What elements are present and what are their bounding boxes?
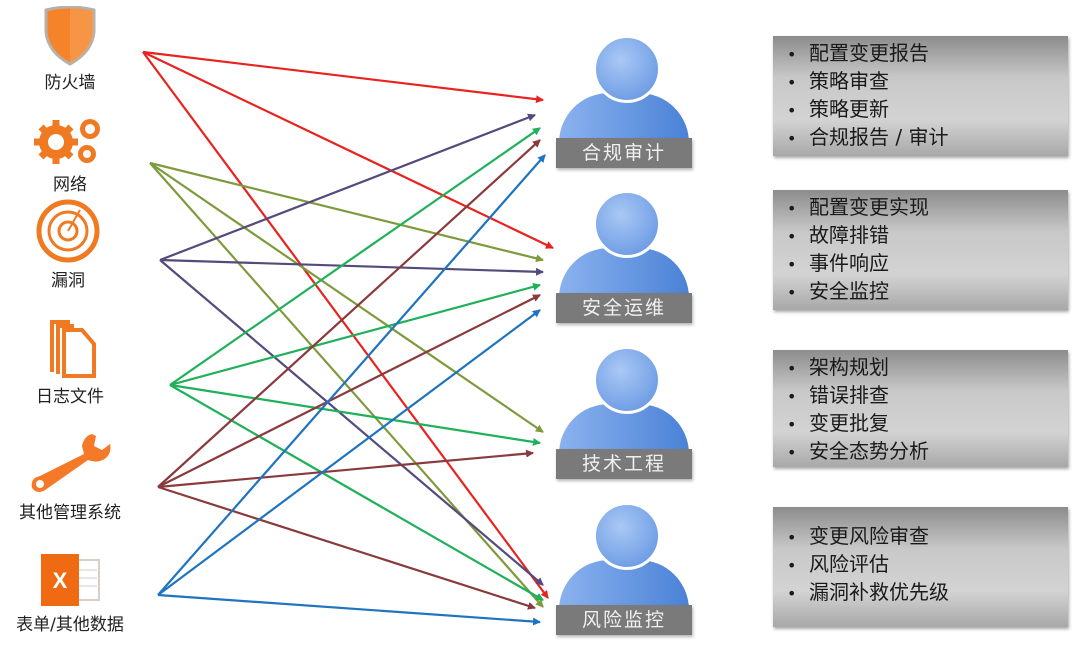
source-network: 网络	[0, 116, 140, 195]
task-item: 风险评估	[787, 551, 1068, 579]
arrow-source-3-to-role-1	[169, 282, 541, 387]
arrow-source-4-to-role-1	[157, 294, 541, 488]
arrow-source-3-to-role-3	[169, 384, 544, 601]
source-label: 日志文件	[36, 387, 104, 407]
arrow-source-2-to-role-1	[159, 258, 544, 276]
arrow-source-2-to-role-0	[159, 113, 536, 262]
role-security-ops: 安全运维	[556, 190, 692, 325]
task-item: 策略更新	[787, 96, 1068, 124]
source-vulnerability: 漏洞	[0, 198, 138, 291]
arrow-source-1-to-role-3	[149, 162, 544, 608]
spreadsheet-icon: X	[41, 554, 100, 606]
source-log-files: 日志文件	[0, 318, 140, 407]
radar-icon	[36, 199, 100, 263]
arrow-source-4-to-role-3	[157, 485, 536, 610]
person-head	[593, 502, 661, 570]
arrow-source-5-to-role-3	[157, 593, 541, 626]
arrow-source-3-to-role-2	[169, 383, 541, 446]
person-head	[593, 190, 661, 258]
task-box-tech-engineering: 架构规划 错误排查 变更批复 安全态势分析	[773, 350, 1068, 467]
task-item: 故障排错	[787, 222, 1068, 250]
source-other-management-systems: 其他管理系统	[0, 430, 140, 523]
task-item: 漏洞补救优先级	[787, 579, 1068, 607]
task-item: 错误排查	[787, 382, 1068, 410]
source-label: 表单/其他数据	[16, 615, 124, 635]
role-label: 合规审计	[556, 138, 692, 168]
source-label: 防火墙	[44, 73, 96, 93]
task-item: 变更风险审查	[787, 523, 1068, 551]
arrow-source-3-to-role-0	[169, 127, 541, 386]
role-tech-engineering: 技术工程	[556, 346, 692, 481]
arrow-source-1-to-role-2	[149, 162, 544, 433]
source-label: 网络	[53, 175, 87, 195]
role-label: 风险监控	[556, 605, 692, 635]
arrow-source-0-to-role-0	[142, 50, 544, 104]
arrow-source-5-to-role-1	[157, 309, 541, 596]
role-risk-monitoring: 风险监控	[556, 502, 692, 637]
source-label: 其他管理系统	[19, 503, 121, 523]
arrow-source-1-to-role-1	[149, 161, 544, 263]
task-item: 安全态势分析	[787, 438, 1068, 466]
wrench-icon	[31, 434, 111, 492]
task-item: 安全监控	[787, 278, 1068, 306]
arrow-source-4-to-role-0	[157, 139, 541, 488]
person-head	[593, 346, 661, 414]
role-label: 安全运维	[556, 293, 692, 323]
role-label: 技术工程	[556, 449, 692, 479]
source-forms-other-data: X 表单/其他数据	[0, 552, 140, 635]
arrow-source-4-to-role-2	[157, 449, 534, 489]
arrow-source-5-to-role-0	[157, 154, 546, 596]
task-box-risk-monitoring: 变更风险审查 风险评估 漏洞补救优先级	[773, 507, 1068, 627]
role-compliance-audit: 合规审计	[556, 35, 692, 170]
arrow-source-0-to-role-1	[142, 51, 554, 249]
arrow-source-2-to-role-3	[159, 259, 544, 586]
task-box-security-ops: 配置变更实现 故障排错 事件响应 安全监控	[773, 190, 1068, 310]
task-item: 策略审查	[787, 68, 1068, 96]
svg-text:X: X	[53, 568, 68, 593]
source-label: 漏洞	[51, 271, 85, 291]
gears-icon	[34, 119, 100, 164]
shield-icon	[44, 6, 96, 66]
log-files-icon	[50, 320, 96, 378]
task-item: 变更批复	[787, 410, 1068, 438]
task-item: 配置变更实现	[787, 194, 1068, 222]
arrow-source-0-to-role-3	[142, 51, 549, 599]
task-box-compliance-audit: 配置变更报告 策略审查 策略更新 合规报告 / 审计	[773, 36, 1068, 156]
task-item: 事件响应	[787, 250, 1068, 278]
task-item: 合规报告 / 审计	[787, 124, 1068, 152]
task-item: 配置变更报告	[787, 40, 1068, 68]
person-head	[593, 35, 661, 103]
task-item: 架构规划	[787, 354, 1068, 382]
source-firewall: 防火墙	[0, 6, 140, 93]
